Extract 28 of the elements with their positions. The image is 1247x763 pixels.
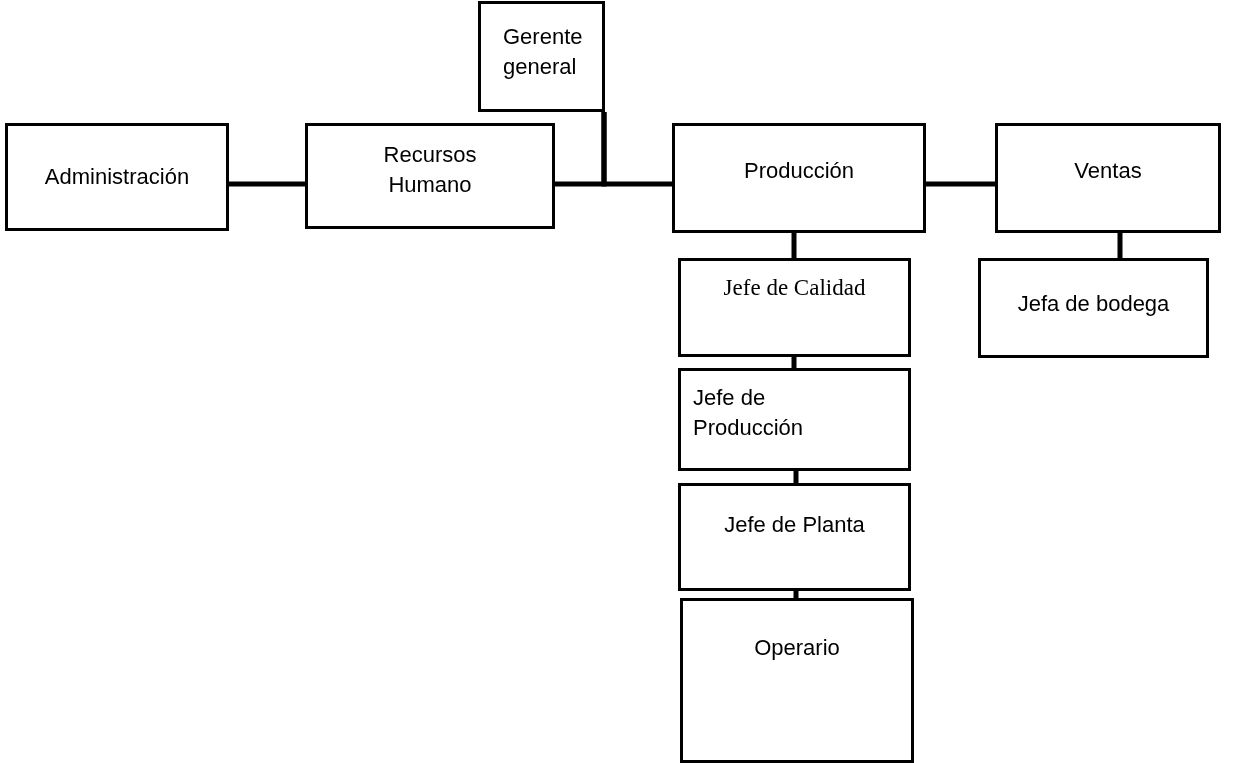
connector-line [601,112,672,187]
org-box [678,368,911,471]
box-label: Producción [743,157,855,185]
box-label: Jefe de Producción [693,384,805,442]
org-box [978,258,1209,358]
box-label: Gerente general [503,23,584,81]
org-box [678,483,911,591]
box-label: Jefa de bodega [1017,290,1170,318]
connector-line [793,591,799,598]
connector-line [791,233,797,258]
box-label: Ventas [1074,157,1142,185]
connector-line [791,357,797,368]
connector-line [229,181,305,187]
connector-line [1117,233,1123,258]
org-box [995,123,1221,233]
org-box [678,258,911,357]
org-box [672,123,926,233]
org-box [305,123,555,229]
box-label: Administración [44,163,190,191]
org-box [5,123,229,231]
box-label: Jefe de Calidad [723,274,866,302]
connector-line [926,181,995,187]
box-label: Jefe de Planta [724,511,865,539]
org-box [478,1,605,112]
box-label: Recursos Humano [382,141,478,199]
connector-line [793,471,799,483]
box-label: Operario [754,634,840,662]
org-box [680,598,914,763]
